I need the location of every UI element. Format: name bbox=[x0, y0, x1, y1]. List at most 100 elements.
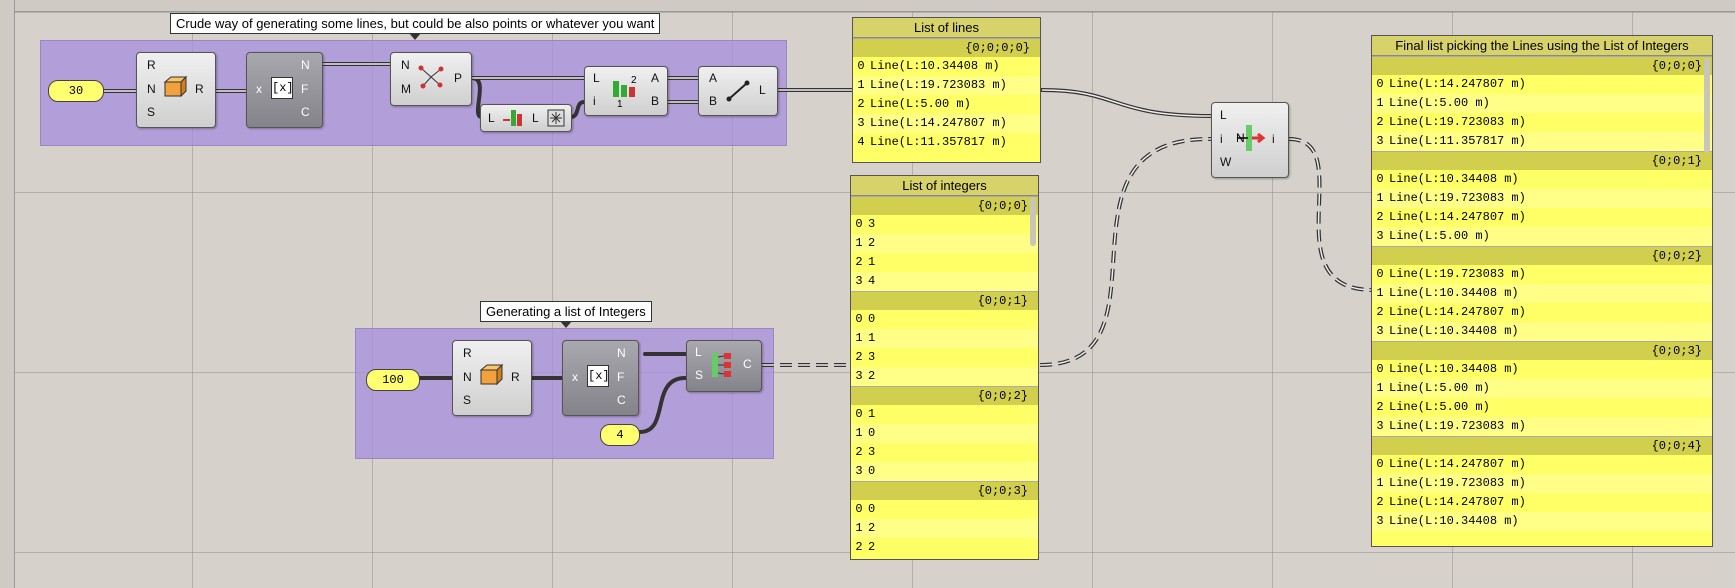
shift-output-l: L bbox=[532, 111, 539, 125]
expression-component-1[interactable]: x N F C [x] bbox=[246, 52, 323, 128]
panel-scrollbar[interactable] bbox=[1030, 198, 1036, 246]
expression-component-2[interactable]: x N F C [x] bbox=[562, 340, 639, 416]
row-value: Line(L:19.723083 m) bbox=[1389, 115, 1526, 129]
populate-input-n: N bbox=[401, 58, 410, 72]
row-index: 0 bbox=[855, 502, 863, 516]
panel-branch-path: {0;0;2} bbox=[851, 386, 1038, 405]
random-input-r: R bbox=[147, 58, 156, 72]
row-index: 1 bbox=[1376, 286, 1384, 300]
row-value: Line(L:14.247807 m) bbox=[1389, 495, 1526, 509]
row-value: Line(L:10.34408 m) bbox=[1389, 286, 1519, 300]
expression2-output-f: F bbox=[617, 370, 625, 384]
row-value: Line(L:10.34408 m) bbox=[870, 59, 1000, 73]
row-index: 0 bbox=[1376, 267, 1384, 281]
row-value: Line(L:5.00 m) bbox=[1389, 400, 1490, 414]
expression2-output-n: N bbox=[617, 346, 626, 360]
row-index: 2 bbox=[1376, 495, 1384, 509]
expression-icon: [x] bbox=[587, 365, 610, 387]
shift-list-component[interactable]: L L bbox=[480, 104, 572, 132]
line-output-l: L bbox=[759, 83, 766, 97]
list-item-component[interactable]: L i W i N bbox=[1211, 102, 1289, 178]
random-component-1[interactable]: R N S R bbox=[136, 52, 216, 128]
row-index: 3 bbox=[857, 116, 865, 130]
row-value: Line(L:10.34408 m) bbox=[1389, 514, 1519, 528]
svg-text:N: N bbox=[1236, 131, 1245, 145]
row-index: 2 bbox=[1376, 115, 1384, 129]
populate-input-m: M bbox=[401, 82, 411, 96]
row-value: Line(L:14.247807 m) bbox=[1389, 305, 1526, 319]
row-index: 3 bbox=[855, 274, 863, 288]
row-index: 2 bbox=[855, 255, 863, 269]
listitem-input-l: L bbox=[1220, 108, 1227, 122]
partition-list-component[interactable]: L S C bbox=[686, 340, 762, 392]
annotation-bottom: Generating a list of Integers bbox=[480, 301, 652, 328]
row-value: 0 bbox=[868, 464, 876, 478]
row-index: 3 bbox=[1376, 229, 1384, 243]
number-slider-count[interactable]: 30 bbox=[48, 80, 104, 102]
row-value: 4 bbox=[868, 274, 876, 288]
listitem-input-i: i bbox=[1220, 132, 1223, 146]
row-value: Line(L:11.357817 m) bbox=[1389, 134, 1526, 148]
row-index: 0 bbox=[855, 407, 863, 421]
row-value: Line(L:14.247807 m) bbox=[870, 116, 1007, 130]
row-index: 3 bbox=[855, 369, 863, 383]
partition-output-c: C bbox=[743, 357, 752, 371]
number-slider-seed[interactable]: 100 bbox=[366, 369, 420, 391]
row-value: Line(L:11.357817 m) bbox=[870, 135, 1007, 149]
panel-row: 3 Line(L:5.00 m) bbox=[1372, 227, 1712, 246]
number-slider-subset[interactable]: 4 bbox=[600, 424, 640, 446]
random-input-s: S bbox=[147, 105, 156, 119]
row-value: Line(L:5.00 m) bbox=[1389, 229, 1490, 243]
row-value: Line(L:10.34408 m) bbox=[1389, 362, 1519, 376]
panel-title: List of lines bbox=[853, 18, 1040, 38]
row-value: 0 bbox=[868, 502, 876, 516]
partition-list-icon bbox=[712, 353, 731, 377]
panel-scrollbar[interactable] bbox=[1704, 58, 1710, 153]
panel-branch-path: {0;0;3} bbox=[851, 481, 1038, 500]
shift-toggle-icon bbox=[547, 109, 565, 127]
row-value: Line(L:19.723083 m) bbox=[1389, 419, 1526, 433]
expression2-output-c: C bbox=[617, 393, 626, 407]
row-index: 2 bbox=[857, 97, 865, 111]
row-index: 0 bbox=[855, 312, 863, 326]
row-index: 3 bbox=[1376, 134, 1384, 148]
panel-final-list[interactable]: Final list picking the Lines using the L… bbox=[1371, 35, 1713, 547]
sublist-output-a: A bbox=[651, 71, 660, 85]
dice-icon bbox=[479, 363, 504, 386]
row-value: 3 bbox=[868, 350, 876, 364]
row-index: 1 bbox=[1376, 476, 1384, 490]
populate-component[interactable]: N M P bbox=[390, 52, 472, 106]
row-value: 0 bbox=[868, 312, 876, 326]
row-index: 1 bbox=[1376, 96, 1384, 110]
random-component-2[interactable]: R N S R bbox=[452, 340, 532, 416]
line-input-b: B bbox=[709, 94, 718, 108]
row-value: Line(L:19.723083 m) bbox=[870, 78, 1007, 92]
list-item-icon: N bbox=[1236, 125, 1266, 151]
row-value: 3 bbox=[868, 445, 876, 459]
shift-list-icon bbox=[503, 110, 522, 126]
line-component[interactable]: A B L bbox=[698, 66, 778, 116]
panel-branch-path: {0;0;0} bbox=[851, 196, 1038, 215]
row-index: 0 bbox=[855, 217, 863, 231]
